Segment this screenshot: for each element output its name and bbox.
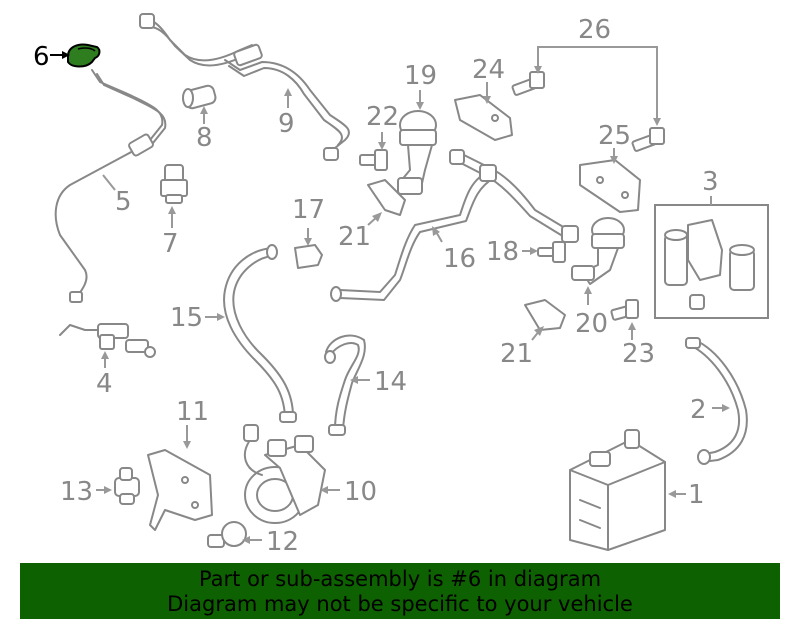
callout-6-arrowhead <box>62 51 70 59</box>
callout-10: 10 <box>344 477 377 507</box>
part-23-bolt[interactable] <box>610 299 639 321</box>
callout-11: 11 <box>176 397 209 427</box>
callout-14: 14 <box>374 367 407 397</box>
callout-13: 13 <box>60 477 93 507</box>
part-15-hose[interactable] <box>223 244 297 423</box>
callout-22: 22 <box>366 102 399 132</box>
parts-diagram: 6 5 7 8 9 <box>33 13 769 557</box>
part-12-sensor[interactable] <box>207 521 247 548</box>
callout-15: 15 <box>170 303 203 333</box>
callout-12: 12 <box>266 527 299 557</box>
callout-9: 9 <box>278 109 295 139</box>
part-13-valve[interactable] <box>114 467 140 505</box>
banner-line-2: Diagram may not be specific to your vehi… <box>167 592 633 616</box>
callout-1: 1 <box>688 480 705 510</box>
callout-18: 18 <box>486 237 519 267</box>
part-16-hose[interactable] <box>330 149 579 302</box>
callout-19: 19 <box>404 61 437 91</box>
part-3-pump-assembly[interactable] <box>654 204 769 319</box>
part-7-sensor[interactable] <box>160 164 188 204</box>
part-1-canister[interactable] <box>569 429 666 551</box>
callout-5: 5 <box>115 187 132 217</box>
part-6-cap[interactable] <box>67 43 101 68</box>
callout-20: 20 <box>575 309 608 339</box>
callout-2: 2 <box>690 395 707 425</box>
part-19-valve[interactable] <box>397 110 437 195</box>
callout-21-lower: 21 <box>500 339 533 369</box>
banner-line-1: Part or sub-assembly is #6 in diagram <box>198 567 602 591</box>
callout-26: 26 <box>578 15 611 45</box>
part-26-bolts[interactable] <box>511 71 665 152</box>
callout-25: 25 <box>598 121 631 151</box>
callout-23: 23 <box>622 339 655 369</box>
part-5-vacuum-line[interactable] <box>54 69 167 303</box>
callout-4: 4 <box>96 369 113 399</box>
part-14-hose[interactable] <box>324 334 366 436</box>
part-10-air-pump[interactable] <box>243 424 326 524</box>
part-2-hose[interactable] <box>685 337 748 465</box>
callout-6: 6 <box>33 42 50 72</box>
part-25-bracket[interactable] <box>579 159 641 213</box>
callout-21-upper: 21 <box>338 222 371 252</box>
part-11-bracket[interactable] <box>147 449 213 531</box>
notice-banner: Part or sub-assembly is #6 in diagram Di… <box>20 563 780 619</box>
callout-16: 16 <box>443 244 476 274</box>
callout-17: 17 <box>292 195 325 225</box>
part-21-gasket-upper[interactable] <box>367 179 406 216</box>
part-24-bracket[interactable] <box>454 94 513 141</box>
part-8-connector[interactable] <box>182 84 217 110</box>
part-22-bolt[interactable] <box>359 149 388 171</box>
part-9-hose[interactable] <box>139 13 350 161</box>
part-4-oxygen-sensor[interactable] <box>59 323 156 358</box>
part-18-bolt[interactable] <box>537 241 566 263</box>
part-17-clip[interactable] <box>294 244 323 269</box>
callout-3: 3 <box>702 167 719 197</box>
callout-8: 8 <box>196 123 213 153</box>
part-20-valve[interactable] <box>571 217 625 285</box>
callout-24: 24 <box>472 55 505 85</box>
callout-7: 7 <box>162 229 179 259</box>
part-21-gasket-lower[interactable] <box>524 299 566 331</box>
